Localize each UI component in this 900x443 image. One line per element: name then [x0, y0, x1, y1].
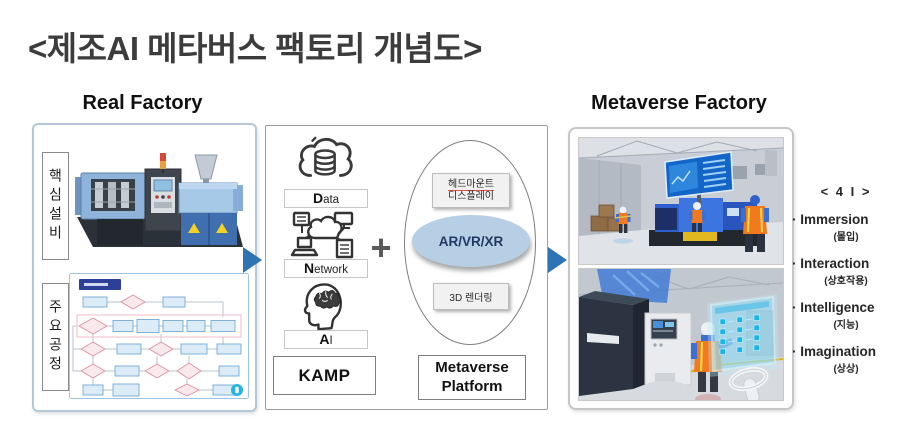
network-label-rest: etwork — [314, 264, 348, 276]
data-label-initial: D — [312, 190, 324, 206]
four-i-item-intelligence: · Intelligence (지능) — [792, 300, 900, 331]
ai-brain-icon — [296, 281, 352, 331]
four-i-header: < 4 I > — [820, 184, 872, 199]
four-i-item-imagination: · Imagination (상상) — [792, 344, 900, 375]
four-i-item-ko: (상호작용) — [824, 276, 868, 287]
real-factory-header: Real Factory — [82, 92, 203, 114]
main-process-label: 주요공정 — [42, 283, 69, 391]
arrow-right-icon — [243, 247, 262, 273]
process-flowchart-illustration — [69, 273, 249, 399]
four-i-item-ko: (상상) — [833, 364, 859, 375]
four-i-panel: < 4 I > · Immersion (몰입) · Interaction (… — [792, 184, 900, 375]
ar-vr-xr-ellipse: AR/VR/XR — [412, 215, 530, 267]
rendering-3d-box: 3D 렌더링 — [433, 283, 509, 310]
arrow-right-icon — [548, 247, 567, 273]
ai-label-rest: I — [329, 335, 333, 347]
vr-controller — [728, 367, 769, 400]
hmd-line1: 헤드마운트 — [448, 178, 494, 191]
four-i-item-en: · Interaction — [792, 256, 870, 271]
hmd-line2: 디스플레이 — [448, 191, 494, 202]
network-icon — [290, 210, 356, 260]
metaverse-platform-box: Metaverse Platform — [418, 355, 526, 400]
plus-icon: + — [370, 227, 392, 268]
four-i-item-en: · Imagination — [792, 344, 877, 359]
network-label-initial: N — [304, 260, 315, 276]
hmd-box: 헤드마운트 디스플레이 — [432, 173, 510, 208]
four-i-item-en: · Intelligence — [792, 300, 875, 315]
page-title: <제조AI 메타버스 팩토리 개념도> — [28, 30, 482, 67]
metaverse-factory-panel — [568, 127, 794, 410]
data-label-rest: ata — [323, 194, 340, 206]
metaverse-factory-bottom-image — [578, 268, 784, 401]
real-factory-panel: 핵심설비 — [32, 123, 257, 412]
injection-machine-illustration — [75, 153, 243, 247]
four-i-item-immersion: · Immersion (몰입) — [792, 212, 900, 243]
ai-label-initial: A — [319, 331, 330, 347]
platform-name-line2: Platform — [441, 377, 503, 395]
four-i-item-interaction: · Interaction (상호작용) — [792, 256, 900, 287]
metaverse-factory-top-image — [578, 137, 784, 265]
four-i-item-ko: (지능) — [833, 320, 859, 331]
core-equipment-label: 핵심설비 — [42, 152, 69, 260]
metaverse-factory-header: Metaverse Factory — [591, 92, 767, 114]
process-flowchart — [69, 273, 249, 399]
four-i-item-ko: (몰입) — [833, 232, 859, 243]
platform-name-line1: Metaverse — [435, 358, 509, 376]
four-i-item-en: · Immersion — [792, 212, 869, 227]
injection-machine-photo — [67, 139, 249, 263]
kamp-box: KAMP — [273, 356, 376, 395]
cloud-database-icon — [294, 134, 356, 188]
